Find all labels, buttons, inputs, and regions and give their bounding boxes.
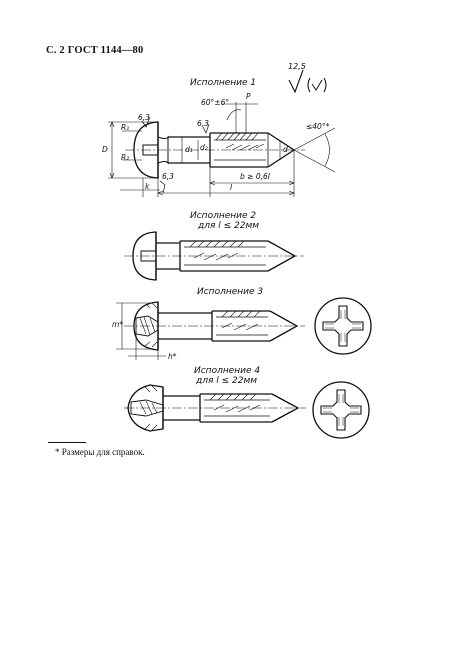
roughness-r63-a: 6,3 (138, 113, 150, 122)
caption-version-1: Исполнение 1 (190, 78, 257, 88)
caption-version-4: Исполнение 4 (194, 366, 261, 376)
dim-D: D (102, 145, 108, 154)
screw-version-4 (124, 384, 306, 432)
dim-pitch: P (246, 92, 251, 101)
cross-recess-view-3 (314, 297, 372, 355)
dim-b: b ≥ 0,6l (240, 172, 270, 181)
dim-l: l (230, 183, 233, 192)
dim-d2: d₂ (200, 143, 208, 152)
screw-version-3 (116, 301, 305, 360)
caption-version-3: Исполнение 3 (197, 287, 264, 297)
dim-k: k (145, 182, 150, 191)
dim-r1: R₁ (121, 123, 130, 132)
dim-thread-angle: 60°±6° (201, 98, 230, 107)
screw-version-1 (108, 102, 336, 197)
dim-d: d (283, 145, 288, 154)
cross-recess-view-4 (312, 381, 370, 439)
caption-version-2: Исполнение 2 (190, 211, 257, 221)
dim-tip-angle: ≤40°* (306, 122, 330, 131)
dim-m: m* (112, 320, 124, 329)
dim-d1: d₁ (185, 145, 193, 154)
caption-version-4-note: для l ≤ 22мм (196, 376, 258, 386)
footnote: * Размеры для справок. (55, 447, 145, 457)
caption-version-2-note: для l ≤ 22мм (198, 221, 260, 231)
roughness-check-icon (288, 69, 327, 94)
footnote-rule (48, 442, 86, 443)
roughness-r63-c: 6,3 (162, 172, 174, 181)
dim-r2: R₂ (121, 153, 130, 162)
screw-version-2 (124, 231, 304, 281)
dim-h: h* (168, 352, 177, 361)
roughness-value: 12,5 (288, 62, 306, 71)
roughness-r63-b: 6,3 (197, 119, 209, 128)
page-header: С. 2 ГОСТ 1144—80 (46, 45, 144, 56)
